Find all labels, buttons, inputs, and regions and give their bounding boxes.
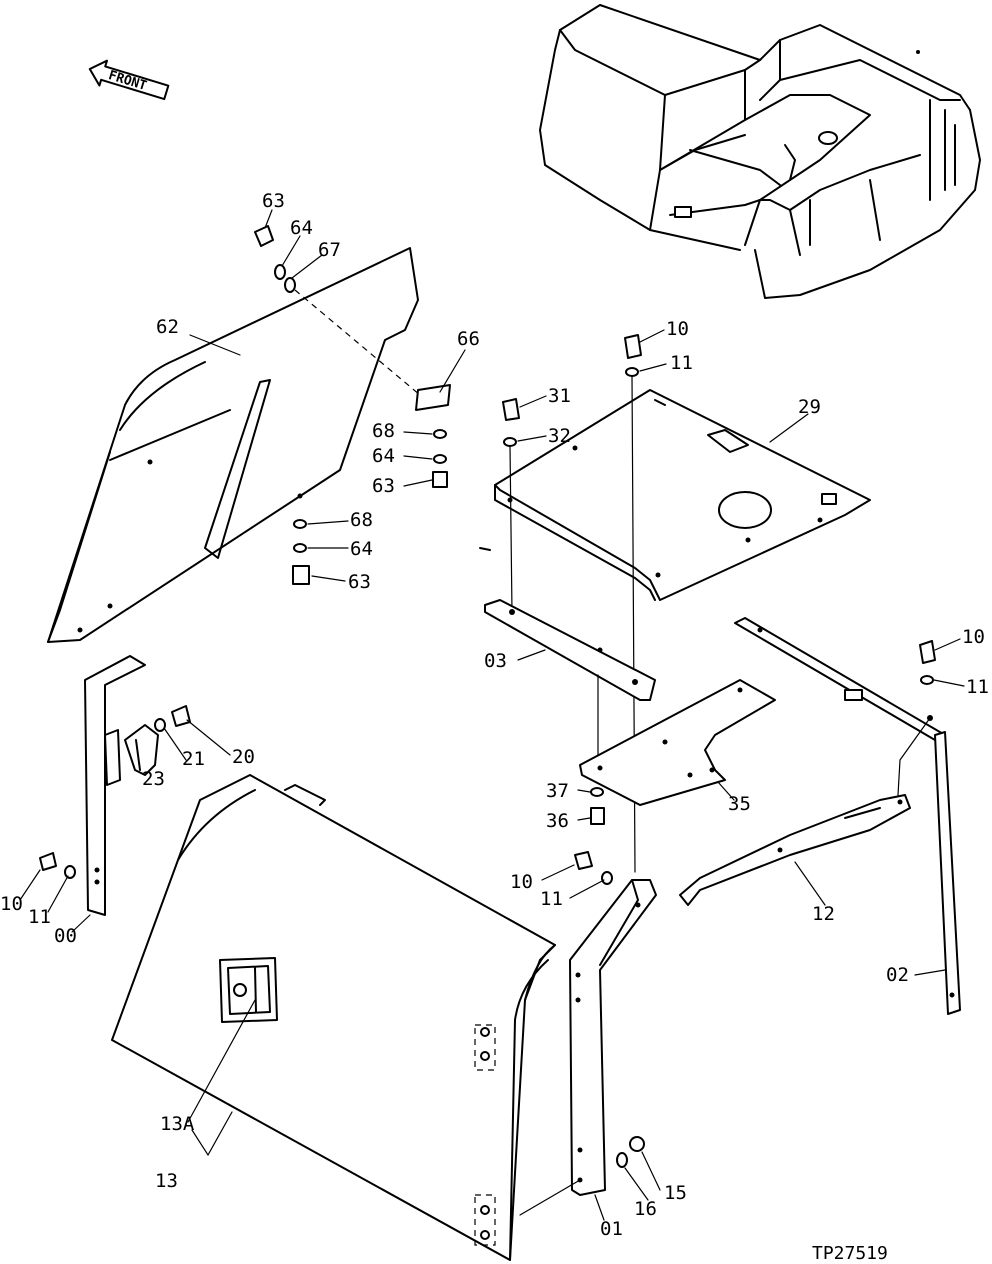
drawing-number: TP27519 [812, 1243, 888, 1264]
callout-11: 11 [670, 352, 693, 374]
callout-66: 66 [457, 328, 480, 350]
leader-lines [19, 209, 965, 1221]
cover-62-hardware [254, 225, 451, 585]
callout-63: 63 [262, 190, 285, 212]
callout-01: 01 [600, 1218, 623, 1240]
callout-20: 20 [232, 746, 255, 768]
side-door-13 [111, 774, 581, 1261]
callout-03: 03 [484, 650, 507, 672]
callout-36: 36 [546, 810, 569, 832]
callout-21: 21 [182, 748, 205, 770]
machine-overview [539, 4, 981, 299]
callout-00: 00 [54, 925, 77, 947]
callout-23: 23 [142, 768, 165, 790]
callout-37: 37 [546, 780, 569, 802]
callout-68: 68 [350, 509, 373, 531]
callout-31: 31 [548, 385, 571, 407]
callout-02: 02 [886, 964, 909, 986]
callout-13: 13 [155, 1170, 178, 1192]
callout-67: 67 [318, 239, 341, 261]
strut-12 [679, 794, 911, 906]
bracket-03 [484, 599, 656, 763]
callout-64: 64 [372, 445, 395, 467]
callout-10: 10 [962, 626, 985, 648]
callout-68: 68 [372, 420, 395, 442]
callout-32: 32 [548, 425, 571, 447]
callout-15: 15 [664, 1182, 687, 1204]
post-00 [39, 655, 191, 916]
callout-35: 35 [728, 793, 751, 815]
front-direction-arrow: FRONT [83, 54, 174, 108]
callout-11: 11 [540, 888, 563, 910]
callout-11: 11 [966, 676, 989, 698]
callout-62: 62 [156, 316, 179, 338]
callout-13A: 13A [160, 1113, 195, 1135]
callout-63: 63 [348, 571, 371, 593]
upper-cover-62 [47, 247, 419, 643]
callout-10: 10 [0, 893, 23, 915]
callout-63: 63 [372, 475, 395, 497]
bracket-02 [734, 617, 961, 1015]
callout-10: 10 [666, 318, 689, 340]
callout-16: 16 [634, 1198, 657, 1220]
arrow-left-icon [88, 59, 170, 101]
callout-64: 64 [290, 217, 313, 239]
post-01 [569, 851, 657, 1196]
callout-29: 29 [798, 396, 821, 418]
plate-35 [579, 679, 776, 825]
callout-12: 12 [812, 903, 835, 925]
callout-11: 11 [28, 906, 51, 928]
floor-plate-29 [479, 389, 871, 601]
callout-10: 10 [510, 871, 533, 893]
callout-64: 64 [350, 538, 373, 560]
